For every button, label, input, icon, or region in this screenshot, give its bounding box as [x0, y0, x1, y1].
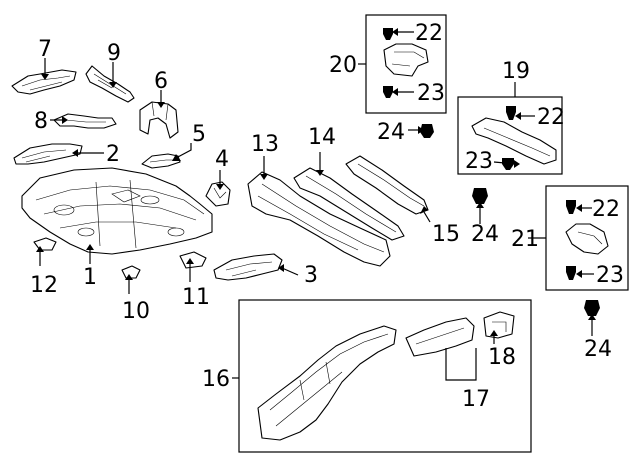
- part-1: [21, 167, 213, 255]
- callout-15: 15: [432, 222, 460, 247]
- callout-12: 12: [30, 273, 58, 298]
- callout-13: 13: [251, 132, 279, 157]
- part-12: [33, 237, 57, 251]
- fastener-22-a: [383, 28, 393, 40]
- callout-19: 19: [502, 59, 530, 84]
- fastener-22-c: [566, 200, 576, 214]
- leader-lines: [39, 31, 594, 381]
- callout-24-c: 24: [584, 337, 612, 362]
- callout-2: 2: [106, 142, 120, 167]
- part-2: [13, 143, 83, 165]
- part-7: [11, 69, 77, 95]
- callout-23-b: 23: [465, 149, 493, 174]
- part-8: [53, 113, 117, 129]
- callout-3: 3: [304, 263, 318, 288]
- callout-1: 1: [83, 265, 97, 290]
- group-box-19: [457, 96, 563, 175]
- part-3: [213, 253, 283, 281]
- part-21: [565, 223, 609, 255]
- callout-4: 4: [215, 147, 229, 172]
- callout-22-c: 22: [592, 197, 620, 222]
- part-6: [139, 101, 179, 139]
- fastener-22-b: [506, 106, 516, 120]
- part-19: [471, 117, 557, 165]
- fastener-23-a: [383, 86, 393, 98]
- part-13: [247, 171, 391, 267]
- callout-18: 18: [488, 345, 516, 370]
- callout-10: 10: [122, 299, 150, 324]
- callout-11: 11: [182, 285, 210, 310]
- callout-24-b: 24: [471, 222, 499, 247]
- callout-20: 20: [329, 53, 357, 78]
- callout-24-a: 24: [377, 120, 405, 145]
- part-14: [293, 167, 405, 241]
- group-box-16: [238, 299, 532, 453]
- callout-9: 9: [107, 41, 121, 66]
- callout-21: 21: [511, 227, 539, 252]
- fastener-23-c: [566, 266, 576, 280]
- fastener-23-b: [502, 158, 514, 170]
- part-11: [179, 251, 207, 269]
- callout-14: 14: [308, 125, 336, 150]
- part-17: [405, 317, 475, 357]
- callout-7: 7: [38, 37, 52, 62]
- callout-23-c: 23: [596, 263, 624, 288]
- part-16: [257, 325, 397, 441]
- part-10: [121, 265, 141, 279]
- callout-23-a: 23: [417, 81, 445, 106]
- arrowheads: [36, 28, 596, 336]
- part-18: [483, 311, 515, 339]
- callout-6: 6: [154, 69, 168, 94]
- callout-22-b: 22: [537, 105, 565, 130]
- callout-8: 8: [34, 109, 48, 134]
- part-9: [85, 65, 135, 103]
- callout-5: 5: [192, 122, 206, 147]
- clip-24-c: [584, 300, 600, 316]
- callout-17: 17: [462, 387, 490, 412]
- part-20: [383, 43, 429, 77]
- callout-16: 16: [202, 367, 230, 392]
- clip-24-a: [420, 124, 434, 138]
- part-4: [205, 181, 231, 207]
- clip-24-b: [472, 188, 488, 204]
- callout-22-a: 22: [415, 21, 443, 46]
